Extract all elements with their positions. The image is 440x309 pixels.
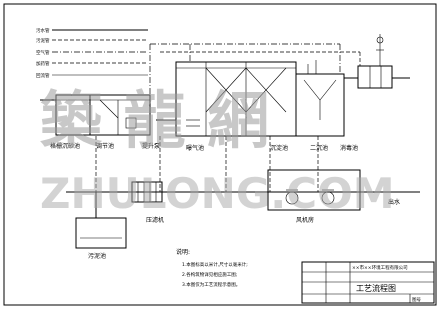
aeration-tank-label: 曝气池 [186, 144, 204, 152]
legend-item-1: 污水管 [36, 27, 50, 34]
drawing-frame [3, 3, 437, 306]
second-tank-unit [295, 60, 345, 137]
lift-pump-label: 提升泵 [142, 142, 160, 150]
sludge-tank-label: 污泥池 [88, 252, 106, 260]
legend-item-2: 污泥管 [36, 37, 50, 44]
outlet-label: 出水 [388, 198, 400, 206]
notes-line-1: 1.本图标高以米计,尺寸以毫米计; [182, 261, 248, 268]
blower-room-unit [267, 169, 361, 211]
title-block: ××市××环境工程有限公司 工艺流程图 图号 [301, 261, 435, 304]
aeration-tank-unit [156, 61, 297, 137]
notes: 说明: 1.本图标高以米计,尺寸以毫米计; 2.各构筑物详见相应施工图; 3.本… [176, 248, 248, 288]
grit-chamber-label: 格栅沉砂池 [50, 142, 80, 150]
grit-chamber-unit [40, 94, 151, 136]
legend-item-5: 回流管 [36, 72, 50, 79]
watermark-cn: 築 龍 網 [40, 84, 269, 157]
filter-press-label: 压滤机 [146, 216, 164, 224]
legend-item-4: 加药管 [36, 60, 50, 67]
watermark-en: ZHULONG.COM [40, 169, 395, 218]
second-tank-label: 二沉池 [310, 144, 328, 152]
notes-line-3: 3.本图仅为工艺流程示意图。 [182, 281, 240, 288]
notes-heading: 说明: [176, 248, 190, 256]
legend: 污水管 污泥管 空气管 加药管 回流管 [36, 27, 148, 79]
sed-tank-label: 沉淀池 [270, 144, 288, 152]
regulating-tank-label: 调节池 [96, 142, 114, 150]
disinfection-label: 消毒池 [340, 144, 358, 152]
title-block-drawing-title: 工艺流程图 [356, 283, 396, 293]
title-block-drawing-no: 图号 [412, 297, 421, 303]
blower-room-label: 风机房 [296, 216, 314, 224]
notes-line-2: 2.各构筑物详见相应施工图; [182, 271, 237, 278]
title-block-company: ××市××环境工程有限公司 [352, 264, 408, 271]
disinfection-unit [344, 34, 410, 89]
top-piping [149, 43, 361, 95]
middle-piping [66, 136, 420, 218]
sludge-tank-unit [75, 217, 127, 249]
legend-item-3: 空气管 [36, 49, 50, 56]
filter-press-unit [131, 181, 163, 203]
